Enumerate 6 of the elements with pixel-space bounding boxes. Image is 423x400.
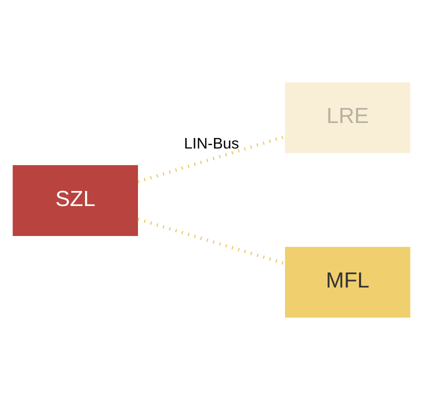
connector (138, 135, 286, 184)
node-box: LRE (285, 82, 410, 154)
edge-label: LIN-Bus (184, 135, 240, 152)
connector (138, 218, 286, 266)
node-box: MFL (285, 246, 410, 318)
node-box: SZL (12, 165, 138, 236)
